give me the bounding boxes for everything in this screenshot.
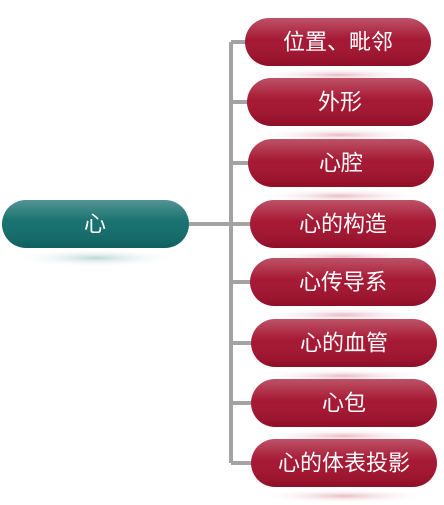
branch-node-gloss <box>251 319 437 367</box>
branch-node-shadow <box>258 308 428 322</box>
branch-node-gloss <box>245 18 431 66</box>
branch-node: 心的血管 <box>251 319 437 383</box>
branch-node-gloss <box>248 139 434 187</box>
branch-node: 心传导系 <box>250 258 436 322</box>
branch-node-gloss <box>250 258 436 306</box>
branch-node: 心的构造 <box>250 200 436 264</box>
branch-node-label: 外形 <box>318 91 362 116</box>
root-node-gloss <box>2 200 189 248</box>
branch-node: 心的体表投影 <box>251 439 437 503</box>
branch-node: 外形 <box>247 78 433 142</box>
branch-node-label: 心的体表投影 <box>278 452 410 477</box>
connector-lines <box>189 40 253 465</box>
branch-node-shadow <box>256 189 426 203</box>
branch-node: 心腔 <box>248 139 434 203</box>
branch-node-shadow <box>255 128 425 142</box>
branch-node-label: 心传导系 <box>299 271 387 296</box>
branch-node-shadow <box>259 489 429 503</box>
branch-node-gloss <box>251 379 437 427</box>
root-node-shadow <box>14 249 178 267</box>
branch-node: 位置、毗邻 <box>245 18 431 82</box>
branch-node-gloss <box>247 78 433 126</box>
branch-node: 心包 <box>251 379 437 443</box>
branch-node-gloss <box>250 200 436 248</box>
branch-node-label: 心包 <box>322 392 366 417</box>
root-node-label: 心 <box>84 213 106 238</box>
branch-node-label: 心的血管 <box>300 332 388 357</box>
branch-node-label: 位置、毗邻 <box>283 31 393 56</box>
branch-node-label: 心的构造 <box>299 213 387 238</box>
root-node: 心 <box>2 200 189 267</box>
branch-node-label: 心腔 <box>319 152 363 177</box>
branch-node-gloss <box>251 439 437 487</box>
